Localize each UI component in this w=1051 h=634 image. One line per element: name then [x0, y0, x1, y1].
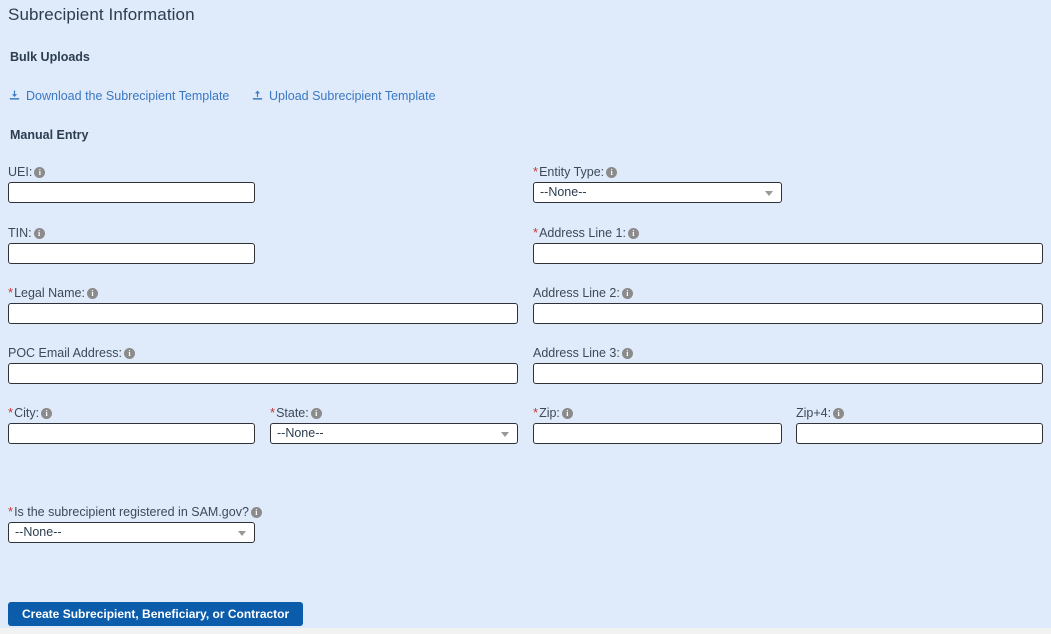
address-line-3-input[interactable]: [533, 363, 1043, 384]
info-icon[interactable]: i: [621, 347, 633, 359]
download-subrecipient-template-label: Download the Subrecipient Template: [26, 89, 230, 103]
field-legal-name-label: * Legal Name: i: [8, 286, 518, 300]
field-tin-label-text: TIN:: [8, 226, 32, 240]
chevron-down-icon: [765, 190, 773, 196]
field-address-line-1-label-text: Address Line 1:: [539, 226, 626, 240]
field-address-line-2-label: Address Line 2: i: [533, 286, 1043, 300]
zip-input[interactable]: [533, 423, 782, 444]
required-marker: *: [8, 284, 14, 300]
field-address-line-2-label-text: Address Line 2:: [533, 286, 620, 300]
field-entity-type-label: * Entity Type: i: [533, 165, 782, 179]
field-address-line-3: Address Line 3: i: [533, 346, 1043, 384]
field-uei: UEI: i: [8, 165, 255, 203]
required-marker: *: [533, 163, 539, 179]
info-icon[interactable]: i: [561, 407, 573, 419]
download-subrecipient-template-link[interactable]: Download the Subrecipient Template: [9, 89, 229, 103]
download-icon: [9, 90, 20, 100]
required-marker: *: [8, 503, 14, 519]
sam-registered-selected-value: --None--: [15, 525, 62, 539]
upload-subrecipient-template-label: Upload Subrecipient Template: [269, 89, 436, 103]
address-line-1-input[interactable]: [533, 243, 1043, 264]
poc-email-address-input[interactable]: [8, 363, 518, 384]
field-zip-label-text: Zip:: [539, 406, 560, 420]
legal-name-input[interactable]: [8, 303, 518, 324]
field-sam-registered-label: * Is the subrecipient registered in SAM.…: [8, 503, 262, 519]
field-uei-label-text: UEI:: [8, 165, 33, 179]
field-legal-name-label-text: Legal Name:: [14, 286, 85, 300]
field-entity-type-label-text: Entity Type:: [539, 165, 605, 179]
state-select[interactable]: --None--: [270, 423, 518, 444]
info-icon[interactable]: i: [86, 287, 98, 299]
field-address-line-3-label: Address Line 3: i: [533, 346, 1043, 360]
info-icon[interactable]: i: [34, 166, 46, 178]
field-zip-label: * Zip: i: [533, 406, 782, 420]
info-icon[interactable]: i: [833, 407, 845, 419]
entity-type-selected-value: --None--: [540, 185, 587, 199]
upload-icon: [252, 90, 263, 100]
field-zip: * Zip: i: [533, 406, 782, 444]
info-icon[interactable]: i: [310, 407, 322, 419]
field-poc-email-address-label-text: POC Email Address:: [8, 346, 122, 360]
field-uei-label: UEI: i: [8, 165, 255, 179]
info-icon[interactable]: i: [627, 227, 639, 239]
page-title: Subrecipient Information: [8, 5, 195, 24]
field-legal-name: * Legal Name: i: [8, 286, 518, 324]
info-icon[interactable]: i: [606, 166, 618, 178]
footer-strip: [0, 628, 1051, 634]
field-address-line-3-label-text: Address Line 3:: [533, 346, 620, 360]
upload-subrecipient-template-link[interactable]: Upload Subrecipient Template: [252, 89, 436, 103]
info-icon[interactable]: i: [250, 506, 262, 518]
required-marker: *: [533, 404, 539, 420]
info-icon[interactable]: i: [621, 287, 633, 299]
city-input[interactable]: [8, 423, 255, 444]
field-zip4-label-text: Zip+4:: [796, 406, 832, 420]
field-zip4-label: Zip+4: i: [796, 406, 1043, 420]
field-state-label: * State: i: [270, 406, 518, 420]
info-icon[interactable]: i: [41, 407, 53, 419]
field-sam-registered: * Is the subrecipient registered in SAM.…: [8, 503, 262, 543]
info-icon[interactable]: i: [33, 227, 45, 239]
field-poc-email-address: POC Email Address: i: [8, 346, 518, 384]
field-city-label-text: City:: [14, 406, 40, 420]
field-sam-registered-label-text: Is the subrecipient registered in SAM.go…: [14, 505, 249, 519]
manual-entry-heading: Manual Entry: [10, 128, 89, 142]
chevron-down-icon: [501, 431, 509, 437]
field-entity-type: * Entity Type: i --None--: [533, 165, 782, 203]
field-state-label-text: State:: [276, 406, 309, 420]
field-address-line-2: Address Line 2: i: [533, 286, 1043, 324]
field-poc-email-address-label: POC Email Address: i: [8, 346, 518, 360]
sam-registered-select[interactable]: --None--: [8, 522, 255, 543]
zip4-input[interactable]: [796, 423, 1043, 444]
field-tin-label: TIN: i: [8, 226, 255, 240]
address-line-2-input[interactable]: [533, 303, 1043, 324]
required-marker: *: [533, 224, 539, 240]
create-subrecipient-button[interactable]: Create Subrecipient, Beneficiary, or Con…: [8, 602, 304, 626]
field-city: * City: i: [8, 406, 255, 444]
chevron-down-icon: [238, 530, 246, 536]
field-tin: TIN: i: [8, 226, 255, 264]
field-address-line-1: * Address Line 1: i: [533, 226, 1043, 264]
required-marker: *: [8, 404, 14, 420]
state-selected-value: --None--: [277, 426, 324, 440]
tin-input[interactable]: [8, 243, 255, 264]
required-marker: *: [270, 404, 276, 420]
field-address-line-1-label: * Address Line 1: i: [533, 226, 1043, 240]
info-icon[interactable]: i: [123, 347, 135, 359]
field-city-label: * City: i: [8, 406, 255, 420]
field-state: * State: i --None--: [270, 406, 518, 444]
entity-type-select[interactable]: --None--: [533, 182, 782, 203]
bulk-uploads-heading: Bulk Uploads: [10, 50, 90, 64]
uei-input[interactable]: [8, 182, 255, 203]
field-zip4: Zip+4: i: [796, 406, 1043, 444]
